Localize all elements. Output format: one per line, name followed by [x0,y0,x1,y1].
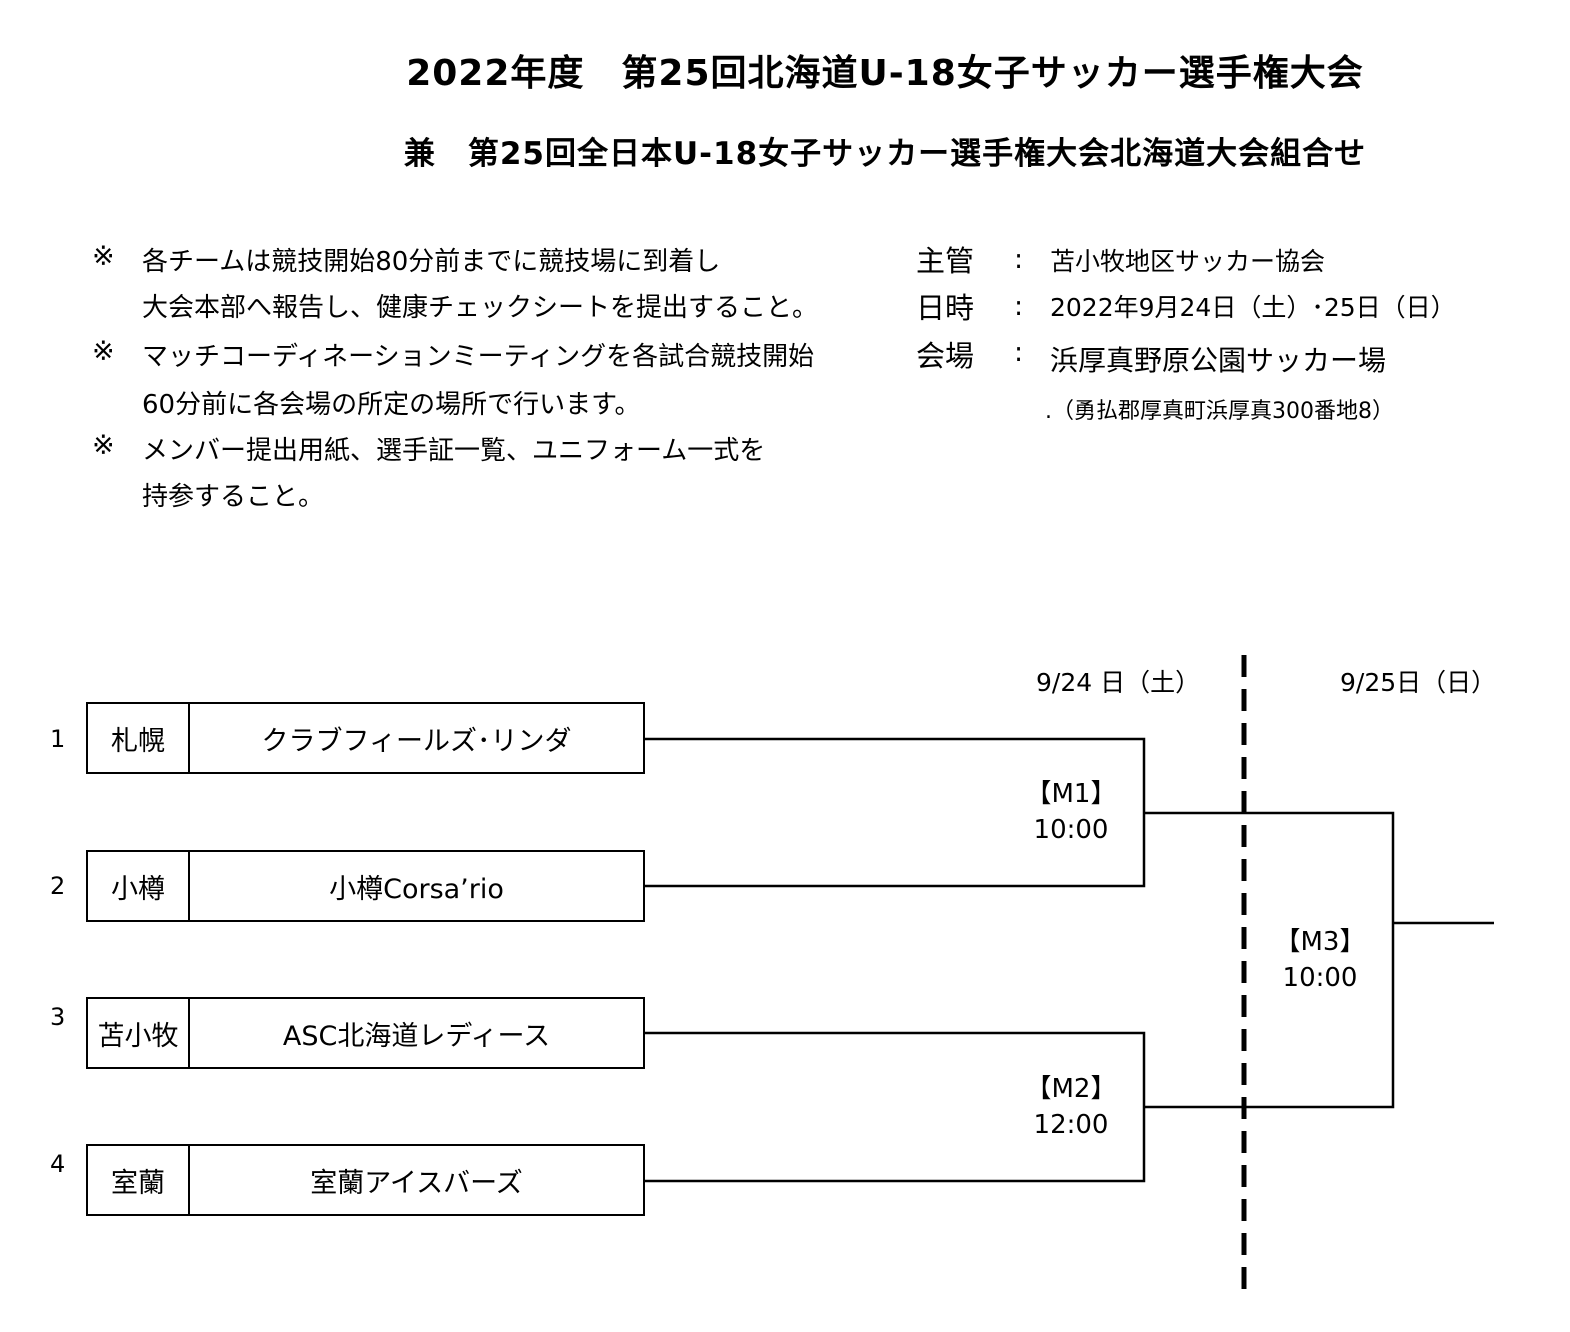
note-1-line-1: 各チームは競技開始80分前までに競技場に到着し [142,247,721,277]
note-mark: ※ [92,241,115,272]
match-time: 10:00 [1282,963,1358,993]
match-id: 【M3】 [1274,927,1366,957]
venue-address: .（勇払郡厚真町浜厚真300番地8） [1045,399,1394,424]
venue-colon: : [1014,337,1024,368]
seed-number: 3 [50,1003,66,1031]
page-subtitle: 兼 第25回全日本U-18女子サッカー選手権大会北海道大会組合せ [403,136,1367,172]
seed-number: 4 [50,1150,66,1178]
venue-label: 会場 [916,339,975,373]
match-m3-label: 【M3】 10:00 [1260,924,1380,996]
team-row: 苫小牧 ASC北海道レディース [86,997,645,1069]
seed-number: 1 [50,725,66,753]
team-area: 札幌 [88,704,190,772]
team-name: 室蘭アイスバーズ [310,1167,523,1199]
organizer-value: 苫小牧地区サッカー協会 [1050,247,1326,276]
note-3-line-1: メンバー提出用紙、選手証一覧、ユニフォーム一式を [142,436,766,466]
match-time: 10:00 [1033,815,1109,845]
match-id: 【M2】 [1025,1074,1117,1104]
team-name: クラブフィールズ･リンダ [261,725,572,757]
page-title: 2022年度 第25回北海道U-18女子サッカー選手権大会 [406,53,1364,94]
team-area: 小樽 [88,852,190,920]
seed-number: 2 [50,872,66,900]
note-3-line-2: 持参すること。 [142,482,325,512]
venue-value: 浜厚真野原公園サッカー場 [1050,344,1387,377]
match-id: 【M1】 [1025,779,1117,809]
match-time: 12:00 [1033,1110,1109,1140]
note-2-line-2: 60分前に各会場の所定の場所で行います。 [142,390,641,420]
team-row: 札幌 クラブフィールズ･リンダ [86,702,645,774]
team-area: 苫小牧 [88,999,190,1067]
day1-label: 9/24 日（土） [1036,668,1201,697]
date-colon: : [1014,291,1024,322]
organizer-colon: : [1014,244,1024,275]
note-1-line-2: 大会本部へ報告し、健康チェックシートを提出すること。 [142,293,819,323]
team-name: ASC北海道レディース [282,1020,551,1052]
match-m2-label: 【M2】 12:00 [1011,1071,1131,1143]
note-mark: ※ [92,430,115,461]
note-mark: ※ [92,336,115,367]
match-m1-label: 【M1】 10:00 [1011,776,1131,848]
day2-label: 9/25日（日） [1340,668,1497,697]
date-label: 日時 [916,291,975,325]
bracket-line-m1-out [1144,811,1395,1109]
note-2-line-1: マッチコーディネーションミーティングを各試合競技開始 [142,342,815,372]
team-area: 室蘭 [88,1146,190,1214]
organizer-label: 主管 [916,244,975,278]
date-value: 2022年9月24日（土）･25日（日） [1050,293,1456,322]
team-name: 小樽Corsa’rio [329,873,504,905]
team-row: 室蘭 室蘭アイスバーズ [86,1144,645,1216]
team-row: 小樽 小樽Corsa’rio [86,850,645,922]
